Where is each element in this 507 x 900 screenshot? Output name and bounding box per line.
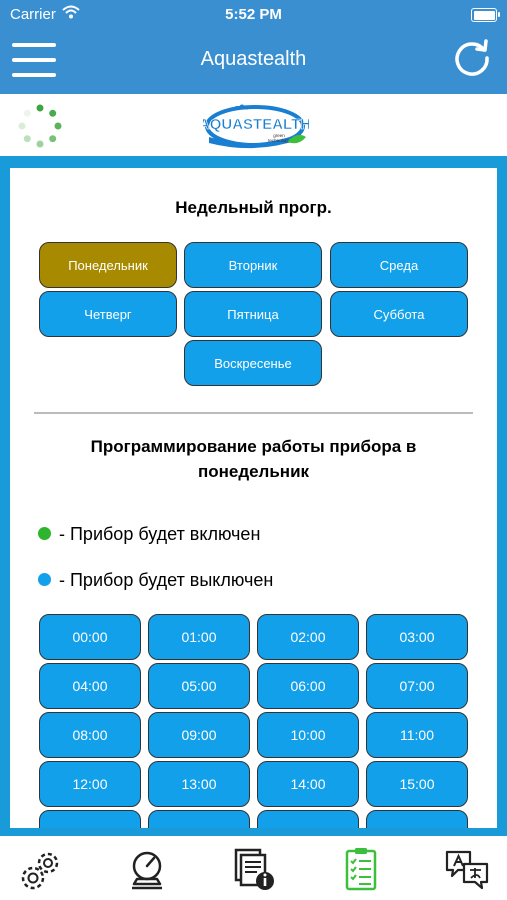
hour-button-15[interactable]: 15:00: [366, 761, 468, 807]
hour-button-00[interactable]: 00:00: [39, 614, 141, 660]
hour-button-11[interactable]: 11:00: [366, 712, 468, 758]
hour-button-07[interactable]: 07:00: [366, 663, 468, 709]
hamburger-line: [12, 73, 56, 77]
aquastealth-logo: AQUASTEALTH green technology: [203, 104, 309, 149]
status-time: 5:52 PM: [225, 6, 282, 23]
programming-title: Программирование работы прибора в понеде…: [90, 437, 417, 481]
weekly-program-title: Недельный прогр.: [175, 198, 332, 217]
hour-button-partial[interactable]: [366, 810, 468, 828]
day-button-sunday[interactable]: Воскресенье: [184, 340, 322, 386]
day-button-wednesday[interactable]: Среда: [330, 242, 468, 288]
hour-button-03[interactable]: 03:00: [366, 614, 468, 660]
day-button-monday[interactable]: Понедельник: [39, 242, 177, 288]
hour-button-09[interactable]: 09:00: [148, 712, 250, 758]
day-button-friday[interactable]: Пятница: [184, 291, 322, 337]
logo-tagline-1: green: [273, 133, 285, 138]
wifi-icon: [62, 5, 80, 19]
blue-dot-icon: [38, 572, 51, 586]
hamburger-line: [12, 43, 56, 47]
hour-button-05[interactable]: 05:00: [148, 663, 250, 709]
legend-on: - Прибор будет включен: [38, 524, 260, 545]
battery-icon: [471, 8, 500, 22]
gears-icon[interactable]: [18, 848, 64, 892]
hour-button-02[interactable]: 02:00: [257, 614, 359, 660]
section-divider: [34, 412, 473, 414]
refresh-icon[interactable]: [451, 37, 493, 79]
hour-button-10[interactable]: 10:00: [257, 712, 359, 758]
hour-button-partial[interactable]: [257, 810, 359, 828]
hour-button-01[interactable]: 01:00: [148, 614, 250, 660]
translate-icon[interactable]: [444, 848, 490, 892]
hour-button-08[interactable]: 08:00: [39, 712, 141, 758]
nav-bar: Aquastealth: [0, 30, 507, 94]
carrier-label: Carrier: [10, 6, 56, 23]
hour-button-partial[interactable]: [148, 810, 250, 828]
hour-button-14[interactable]: 14:00: [257, 761, 359, 807]
green-dot-icon: [38, 526, 51, 540]
legend-off-label: - Прибор будет выключен: [59, 570, 274, 590]
logo-text: AQUASTEALTH: [203, 116, 309, 133]
day-button-tuesday[interactable]: Вторник: [184, 242, 322, 288]
hour-button-13[interactable]: 13:00: [148, 761, 250, 807]
bottom-tab-bar: [0, 836, 507, 900]
legend-off: - Прибор будет выключен: [38, 570, 273, 591]
hour-button-04[interactable]: 04:00: [39, 663, 141, 709]
hour-button-partial[interactable]: [39, 810, 141, 828]
hour-button-12[interactable]: 12:00: [39, 761, 141, 807]
status-bar: Carrier 5:52 PM: [0, 0, 507, 30]
nav-title: Aquastealth: [200, 48, 307, 70]
checklist-icon[interactable]: [338, 848, 384, 892]
hour-button-06[interactable]: 06:00: [257, 663, 359, 709]
day-button-thursday[interactable]: Четверг: [39, 291, 177, 337]
legend-on-label: - Прибор будет включен: [59, 524, 261, 544]
documents-info-icon[interactable]: [232, 848, 278, 892]
logo-tagline-2: technology: [268, 138, 291, 143]
menu-button[interactable]: [12, 40, 56, 80]
day-button-saturday[interactable]: Суббота: [330, 291, 468, 337]
content-card: Недельный прогр. Понедельник Вторник Сре…: [10, 168, 497, 828]
gauge-icon[interactable]: [124, 848, 170, 892]
hamburger-line: [12, 58, 56, 62]
loading-spinner-icon: [18, 104, 62, 148]
logo-bar: AQUASTEALTH green technology: [0, 94, 507, 156]
